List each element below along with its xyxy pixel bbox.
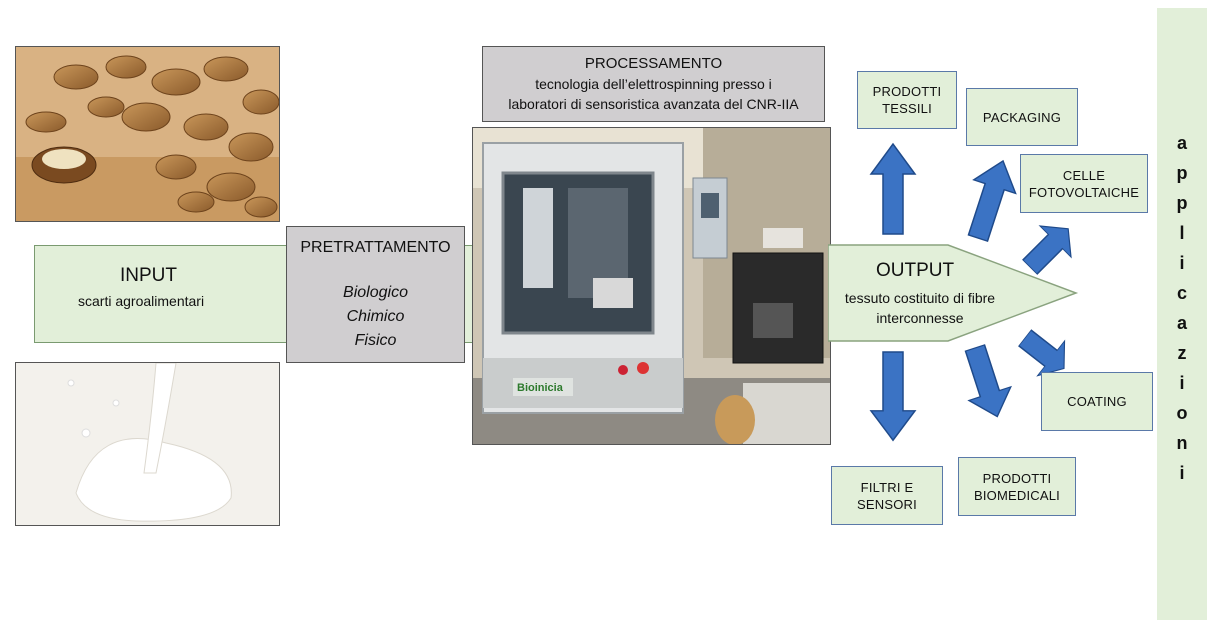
prodotti-tessili-line1: PRODOTTI [872,84,942,99]
input-title: INPUT [120,265,177,286]
letter: a [1176,313,1187,333]
machine-brand-label: Bioinicia [517,382,564,394]
letter: c [1176,283,1187,303]
applicazioni-vertical-text: a p p l i c a z i o n i [1157,128,1207,488]
letter: i [1179,463,1185,483]
processamento-box: PROCESSAMENTO tecnologia dell’elettrospi… [482,46,825,122]
pretrattamento-title: PRETRATTAMENTO [300,239,451,256]
processamento-title: PROCESSAMENTO [584,55,723,72]
prodotti-biomedicali-box: PRODOTTI BIOMEDICALI [958,457,1076,516]
walnut-shells-image [15,46,280,222]
biomedicali-line1: PRODOTTI [982,470,1052,486]
arrow-packaging-icon [956,153,1025,246]
filtri-line2: SENSORI [857,496,917,512]
output-title: OUTPUT [876,260,955,281]
coating-label: COATING [1067,394,1127,409]
electrospinning-machine-image: Bioinicia [472,127,831,445]
method-chimico: Chimico [346,308,405,325]
applicazioni-sidebar [1157,8,1207,620]
celle-fotovoltaiche-box: CELLE FOTOVOLTAICHE [1020,154,1148,213]
prodotti-tessili-line2: TESSILI [882,101,932,116]
output-line2: interconnesse [876,310,964,326]
letter: a [1176,133,1187,153]
method-fisico: Fisico [354,332,397,349]
letter: i [1179,253,1185,273]
input-subtitle: scarti agroalimentari [78,293,205,309]
packaging-box: PACKAGING [966,88,1078,146]
output-line1: tessuto costituito di fibre [844,290,996,306]
celle-line2: FOTOVOLTAICHE [1028,184,1140,200]
letter: n [1176,433,1188,453]
filtri-line1: FILTRI E [860,479,914,495]
letter: z [1177,343,1187,363]
arrow-celle-icon [1013,212,1085,284]
arrow-filtri-icon [870,351,916,441]
pretrattamento-methods: Biologico Chimico Fisico [287,281,464,353]
processamento-line2: laboratori di sensoristica avanzata del … [508,96,799,112]
filtri-sensori-box: FILTRI E SENSORI [831,466,943,525]
biomedicali-line2: BIOMEDICALI [974,487,1060,503]
output-arrow-shape [828,244,1079,342]
output-subtitle: tessuto costituito di fibre interconness… [832,288,1008,328]
packaging-label: PACKAGING [982,109,1062,125]
letter: i [1179,373,1185,393]
prodotti-tessili-box: PRODOTTI TESSILI [857,71,957,129]
celle-line1: CELLE [1062,167,1106,183]
pretrattamento-box: PRETRATTAMENTO Biologico Chimico Fisico [286,226,465,363]
milk-splash-image [15,362,280,526]
letter: o [1176,403,1188,423]
arrow-biomedicali-icon [953,340,1019,425]
letter: l [1179,223,1185,243]
letter: p [1176,163,1188,183]
arrow-up-tessili-icon [870,143,916,235]
letter: p [1176,193,1188,213]
coating-box: COATING [1041,372,1153,431]
processamento-line1: tecnologia dell’elettrospinning presso i [535,76,772,92]
method-biologico: Biologico [343,284,408,301]
